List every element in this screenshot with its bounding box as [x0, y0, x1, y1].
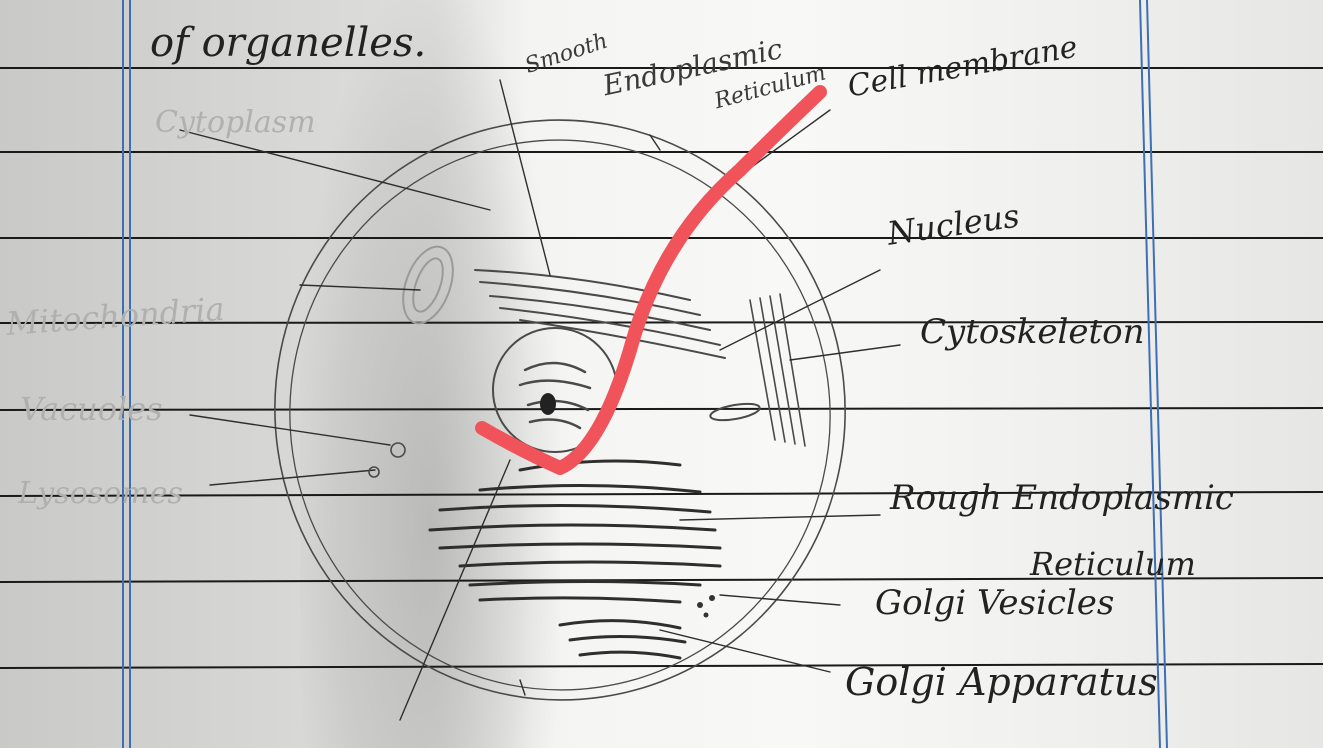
label-lysosomes: Lysosomes	[18, 476, 183, 511]
label-cytoskeleton: Cytoskeleton	[920, 312, 1145, 352]
heading: of organelles.	[150, 20, 426, 66]
nucleus-chromatin	[520, 363, 590, 428]
golgi-apparatus-shape	[560, 621, 685, 658]
mitochondria-shape	[394, 240, 463, 330]
small-vacuole	[709, 401, 761, 423]
cell-membrane-outer	[237, 83, 882, 737]
golgi-vesicles-shape	[697, 595, 715, 618]
rough-er-shape	[430, 461, 720, 602]
label-golgi-vesicles: Golgi Vesicles	[875, 583, 1114, 623]
vacuole-pin	[391, 443, 405, 457]
leader-lines	[180, 80, 900, 720]
label-rough-er-2: Reticulum	[1030, 545, 1196, 583]
label-vacuoles: Vacuoles	[20, 390, 163, 428]
cytoskeleton-shape	[750, 294, 805, 446]
lysosome-pin	[369, 467, 379, 477]
nucleolus	[540, 393, 556, 415]
cell-membrane-inner	[254, 105, 865, 725]
label-rough-er-1: Rough Endoplasmic	[890, 478, 1234, 518]
label-golgi-apparatus: Golgi Apparatus	[845, 660, 1158, 704]
label-cytoplasm: Cytoplasm	[155, 105, 316, 140]
